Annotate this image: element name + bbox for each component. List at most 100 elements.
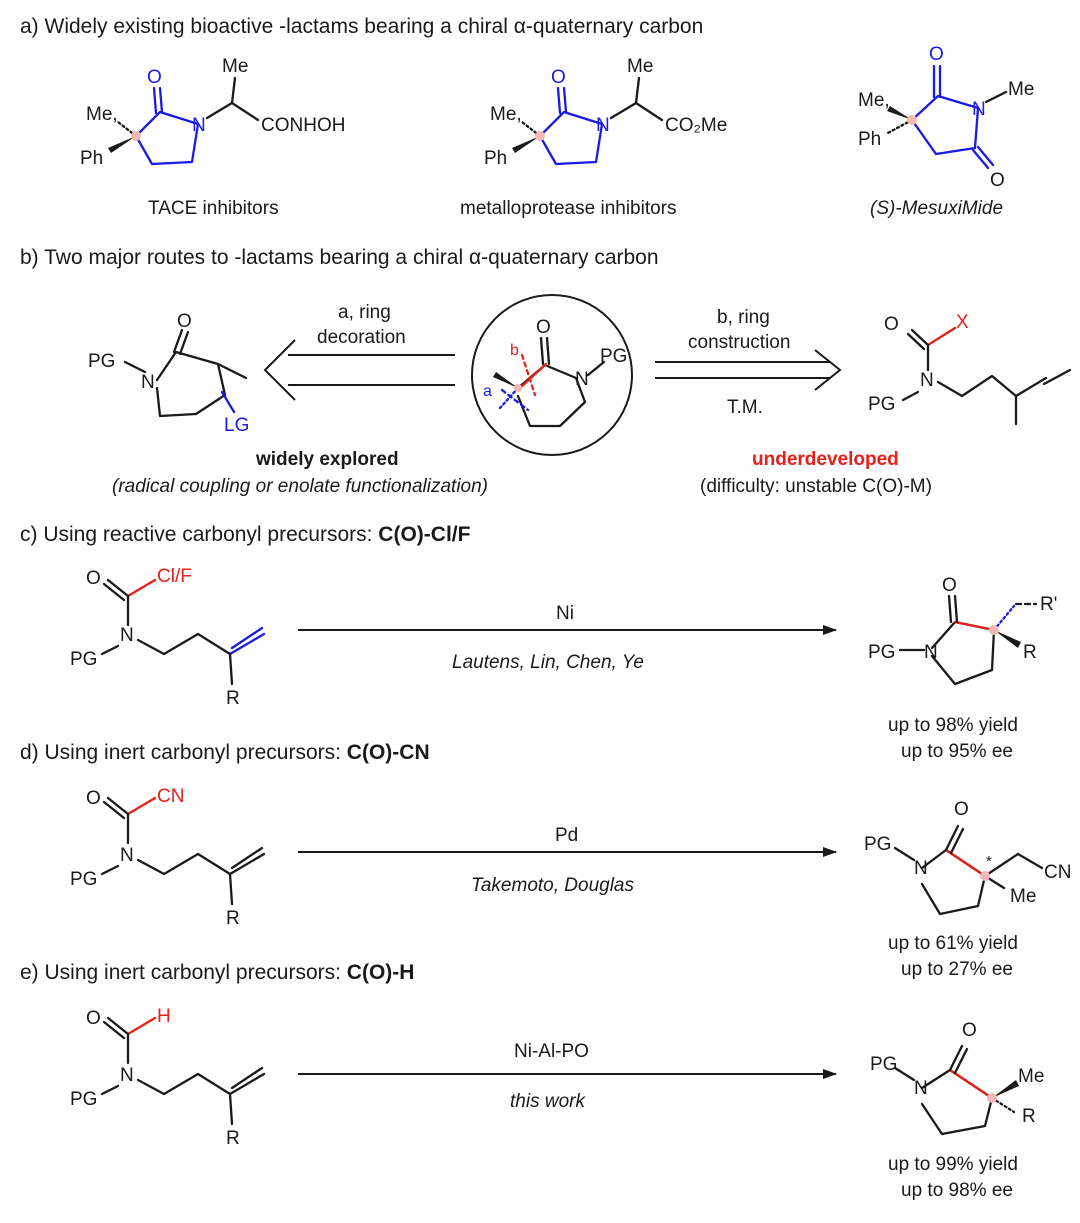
route-a-label-line2: decoration xyxy=(317,327,406,348)
svg-text:Me: Me xyxy=(1018,1066,1044,1087)
svg-text:H: H xyxy=(157,1006,171,1027)
section-a-heading: a) Widely existing bioactive -lactams be… xyxy=(20,15,704,38)
svg-text:Ph: Ph xyxy=(80,148,103,169)
svg-text:PG: PG xyxy=(600,346,627,367)
svg-text:PG: PG xyxy=(70,1089,97,1110)
molecule-ring-construction-precursor: O X N PG xyxy=(868,312,1072,426)
svg-text:b: b xyxy=(510,342,519,359)
molecule-metalloprotease-inhibitor: O N Me CO₂Me Me, Ph xyxy=(484,56,727,169)
svg-text:O: O xyxy=(86,568,101,589)
svg-text:Ph: Ph xyxy=(858,129,881,150)
molecule-mesuximide: O N Me Me, Ph O xyxy=(858,44,1034,191)
authors-c: Lautens, Lin, Chen, Ye xyxy=(452,652,644,673)
svg-text:N: N xyxy=(120,1065,134,1086)
product-d: O N PG * CN Me xyxy=(864,799,1071,916)
section-e-heading: e) Using inert carbonyl precursors: C(O)… xyxy=(20,961,415,984)
svg-text:CN: CN xyxy=(1044,862,1071,883)
ee-c: up to 95% ee xyxy=(901,741,1013,762)
svg-text:R': R' xyxy=(1040,594,1057,615)
svg-text:PG: PG xyxy=(70,869,97,890)
svg-text:R: R xyxy=(226,1128,240,1149)
svg-text:CN: CN xyxy=(157,786,184,807)
svg-text:Me: Me xyxy=(1008,79,1034,100)
svg-text:X: X xyxy=(956,312,969,333)
target-lactam: O N PG b a xyxy=(471,294,633,456)
svg-text:CO₂Me: CO₂Me xyxy=(665,115,727,136)
svg-text:O: O xyxy=(177,311,192,332)
svg-text:Me: Me xyxy=(222,56,248,77)
route-a-note: (radical coupling or enolate functionali… xyxy=(112,476,489,497)
yield-d: up to 61% yield xyxy=(888,933,1018,954)
svg-text:Me: Me xyxy=(1010,886,1036,907)
section-c-heading: c) Using reactive carbonyl precursors: C… xyxy=(20,523,471,546)
substrate-c: O Cl/F N PG R xyxy=(70,566,266,709)
ee-d: up to 27% ee xyxy=(901,959,1013,980)
svg-text:CONHOH: CONHOH xyxy=(261,115,345,136)
svg-text:N: N xyxy=(914,858,928,879)
svg-text:O: O xyxy=(86,1008,101,1029)
product-e: O N PG Me R xyxy=(870,1020,1044,1136)
svg-text:N: N xyxy=(924,642,938,663)
route-b-label-line2: construction xyxy=(688,332,791,353)
svg-text:Me,: Me, xyxy=(858,90,890,111)
svg-text:R: R xyxy=(1022,1106,1036,1127)
svg-text:R: R xyxy=(1023,642,1037,663)
caption-metalloprotease-inhibitors: metalloprotease inhibitors xyxy=(460,198,677,219)
atom-o: O xyxy=(147,67,162,88)
svg-text:a: a xyxy=(483,383,492,400)
svg-text:N: N xyxy=(920,370,934,391)
svg-text:Ph: Ph xyxy=(484,148,507,169)
route-b-note: (difficulty: unstable C(O)-M) xyxy=(700,476,932,497)
svg-text:PG: PG xyxy=(88,351,115,372)
caption-mesuximide: (S)-MesuxiMide xyxy=(870,198,1004,219)
route-b-status: underdeveloped xyxy=(752,449,899,470)
svg-text:Me,: Me, xyxy=(490,104,522,125)
svg-text:PG: PG xyxy=(868,394,895,415)
svg-text:O: O xyxy=(884,314,899,335)
svg-text:Me,: Me, xyxy=(86,104,118,125)
svg-text:O: O xyxy=(86,788,101,809)
substrate-e: O H N PG R xyxy=(70,1006,266,1149)
route-a-status: widely explored xyxy=(256,449,399,470)
molecule-tace-inhibitor: O N Me CONHOH Me, Ph xyxy=(80,56,345,169)
svg-text:Me: Me xyxy=(627,56,653,77)
svg-text:N: N xyxy=(972,99,986,120)
svg-text:N: N xyxy=(914,1078,928,1099)
svg-text:PG: PG xyxy=(870,1054,897,1075)
svg-text:PG: PG xyxy=(70,649,97,670)
caption-tace-inhibitors: TACE inhibitors xyxy=(148,198,279,219)
catalyst-ni: Ni xyxy=(556,603,574,624)
svg-text:O: O xyxy=(942,575,957,596)
svg-text:R: R xyxy=(226,908,240,929)
svg-text:O: O xyxy=(962,1020,977,1041)
yield-c: up to 98% yield xyxy=(888,715,1018,736)
section-b-heading: b) Two major routes to -lactams bearing … xyxy=(20,246,659,269)
arrow-route-b xyxy=(655,349,842,391)
product-c: O N PG R R' xyxy=(868,575,1057,686)
svg-text:PG: PG xyxy=(868,642,895,663)
ee-e: up to 98% ee xyxy=(901,1180,1013,1201)
authors-e: this work xyxy=(510,1091,585,1112)
route-a-label-line1: a, ring xyxy=(338,302,391,323)
molecule-ring-decoration-precursor: O N PG LG xyxy=(88,311,249,436)
svg-text:O: O xyxy=(990,170,1005,191)
route-b-target-molecule: T.M. xyxy=(727,397,763,418)
svg-text:N: N xyxy=(120,625,134,646)
atom-n: N xyxy=(192,115,206,136)
svg-text:*: * xyxy=(986,853,992,870)
substrate-d: O CN N PG R xyxy=(70,786,266,929)
svg-text:N: N xyxy=(141,372,155,393)
svg-text:Cl/F: Cl/F xyxy=(157,566,192,587)
catalyst-pd: Pd xyxy=(555,825,579,846)
route-b-label-line1: b, ring xyxy=(717,307,770,328)
arrow-route-a xyxy=(263,339,455,401)
svg-text:O: O xyxy=(929,44,944,65)
authors-d: Takemoto, Douglas xyxy=(471,875,635,896)
svg-text:O: O xyxy=(551,67,566,88)
svg-text:LG: LG xyxy=(224,415,249,436)
svg-text:R: R xyxy=(226,688,240,709)
svg-text:PG: PG xyxy=(864,834,891,855)
svg-text:O: O xyxy=(536,317,551,338)
svg-text:N: N xyxy=(575,369,589,390)
svg-text:N: N xyxy=(596,115,610,136)
